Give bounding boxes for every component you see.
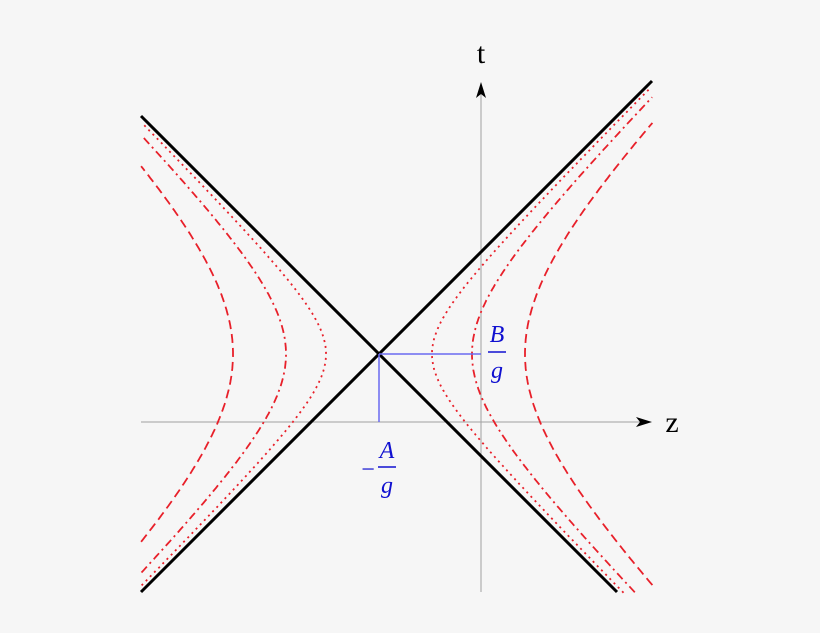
t-axis-label: t xyxy=(477,37,486,70)
a-denominator: g xyxy=(381,473,393,499)
light-cone-line-2 xyxy=(139,79,654,594)
hyperbola-dashed-left xyxy=(140,165,234,543)
hyperbola-dotted-right xyxy=(431,86,652,594)
t-axis-arrow-icon xyxy=(476,82,486,98)
hyperbola-dash-dot-left xyxy=(140,134,287,574)
b-denominator: g xyxy=(491,358,503,384)
z-axis-arrow-icon xyxy=(636,417,652,427)
b-numerator: B xyxy=(490,322,505,348)
hyperbola-group xyxy=(140,86,654,594)
hyperbola-dash-dot-right xyxy=(471,96,653,593)
a-sign: − xyxy=(361,457,375,483)
b-over-g-label: B g xyxy=(488,322,506,384)
minus-a-over-g-label: − A g xyxy=(361,438,396,499)
a-numerator: A xyxy=(378,438,395,464)
z-axis-label: z xyxy=(665,406,678,439)
hyperbola-dashed-right xyxy=(524,122,654,586)
